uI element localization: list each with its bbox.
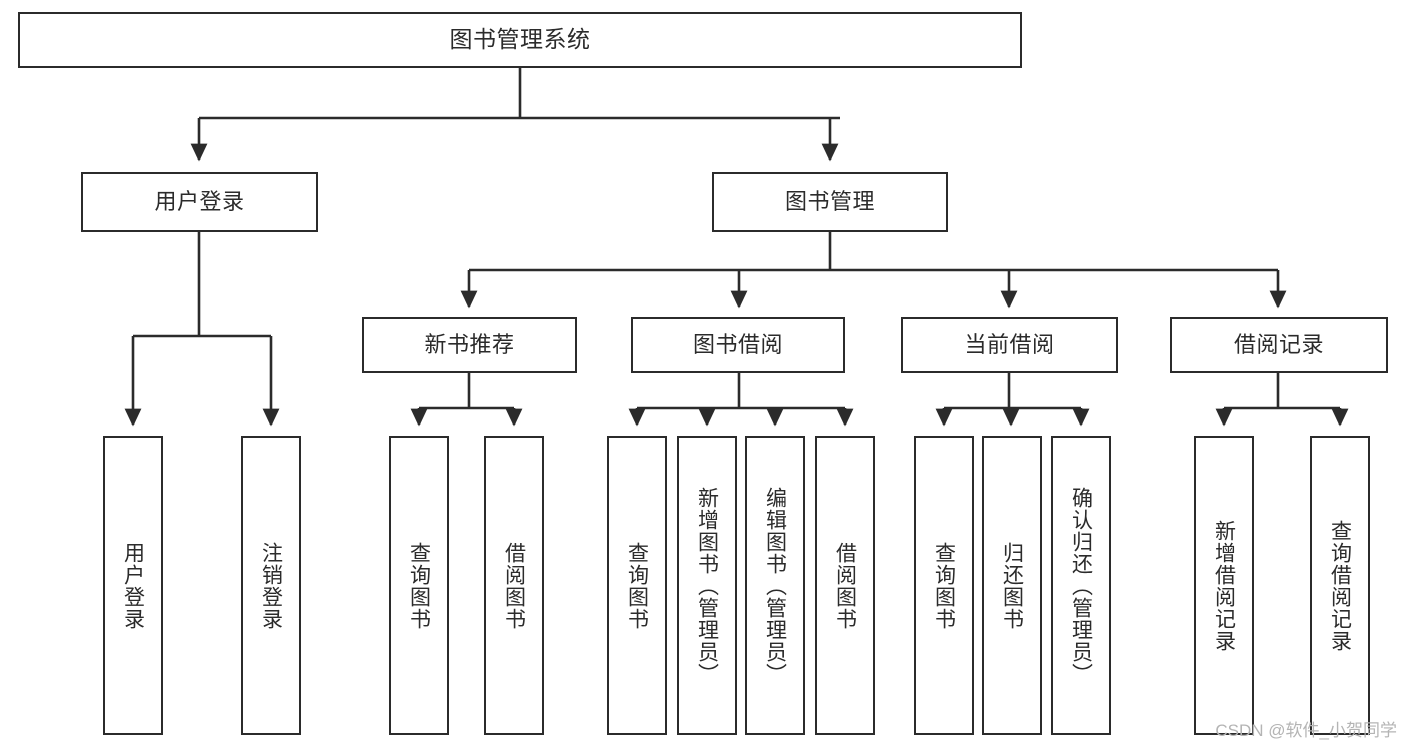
node-leaf-add-record-label: 新增借阅记录 [1212,519,1236,652]
node-leaf-query-book-2-label: 查询图书 [625,541,649,630]
node-leaf-query-book-1-label: 查询图书 [407,541,431,630]
node-leaf-query-book-1[interactable]: 查询图书 [389,436,449,735]
node-leaf-confirm-return[interactable]: 确认归还（管理员） [1051,436,1111,735]
node-leaf-borrow-book-2-label: 借阅图书 [833,541,857,630]
node-borrow-record-label: 借阅记录 [1233,332,1324,358]
node-leaf-query-book-3[interactable]: 查询图书 [914,436,974,735]
node-borrow-record[interactable]: 借阅记录 [1170,317,1388,373]
node-root-label: 图书管理系统 [449,26,591,53]
node-leaf-add-record[interactable]: 新增借阅记录 [1194,436,1254,735]
node-leaf-return-book-label: 归还图书 [1000,541,1024,630]
node-leaf-confirm-return-label: 确认归还（管理员） [1069,486,1093,685]
node-leaf-query-book-2[interactable]: 查询图书 [607,436,667,735]
node-leaf-query-book-3-label: 查询图书 [932,541,956,630]
node-leaf-borrow-book-1-label: 借阅图书 [502,541,526,630]
node-new-book-recommend[interactable]: 新书推荐 [362,317,577,373]
node-leaf-return-book[interactable]: 归还图书 [982,436,1042,735]
node-user-login-label: 用户登录 [154,189,245,215]
node-leaf-logout-login[interactable]: 注销登录 [241,436,301,735]
node-leaf-add-book-label: 新增图书（管理员） [695,486,719,685]
node-leaf-user-login[interactable]: 用户登录 [103,436,163,735]
node-leaf-logout-login-label: 注销登录 [259,541,283,630]
node-book-borrow[interactable]: 图书借阅 [631,317,845,373]
node-user-login[interactable]: 用户登录 [81,172,318,232]
node-leaf-query-record[interactable]: 查询借阅记录 [1310,436,1370,735]
node-new-book-recommend-label: 新书推荐 [424,332,515,358]
node-leaf-edit-book[interactable]: 编辑图书（管理员） [745,436,805,735]
node-leaf-edit-book-label: 编辑图书（管理员） [763,486,787,685]
node-current-borrow-label: 当前借阅 [964,332,1055,358]
node-root[interactable]: 图书管理系统 [18,12,1022,68]
node-leaf-add-book[interactable]: 新增图书（管理员） [677,436,737,735]
node-leaf-user-login-label: 用户登录 [121,541,145,630]
node-leaf-borrow-book-2[interactable]: 借阅图书 [815,436,875,735]
node-book-borrow-label: 图书借阅 [692,332,783,358]
node-book-manage-label: 图书管理 [784,189,875,215]
node-leaf-borrow-book-1[interactable]: 借阅图书 [484,436,544,735]
node-leaf-query-record-label: 查询借阅记录 [1328,519,1352,652]
node-book-manage[interactable]: 图书管理 [712,172,948,232]
node-current-borrow[interactable]: 当前借阅 [901,317,1118,373]
